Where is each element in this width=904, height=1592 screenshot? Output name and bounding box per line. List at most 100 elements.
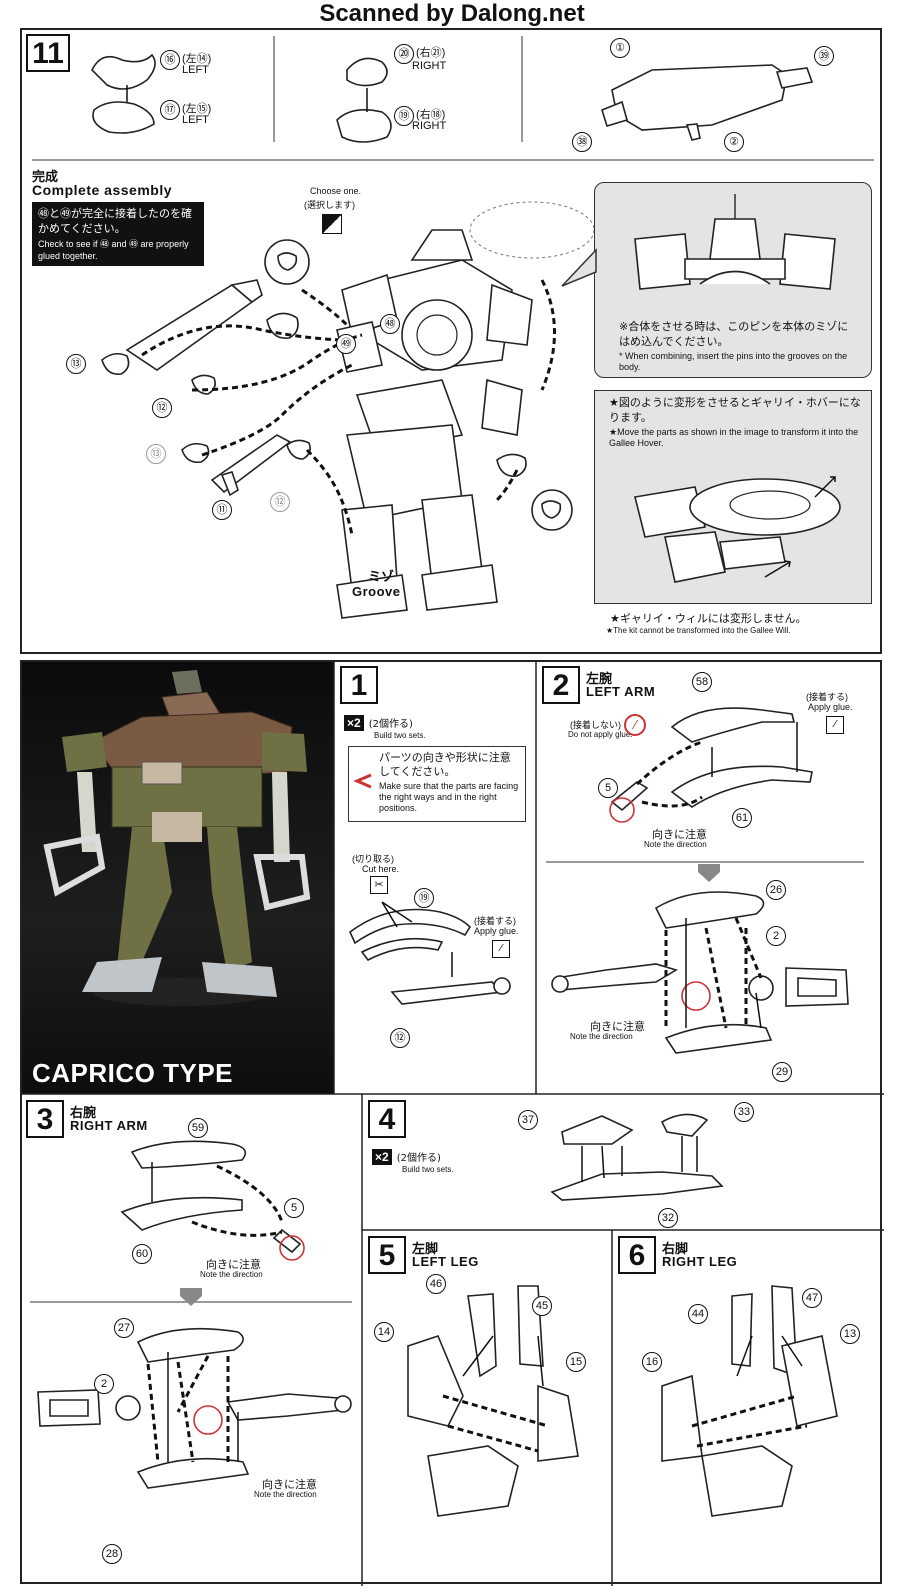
caution-box: パーツの向きや形状に注意してください。 Make sure that the p… — [348, 746, 526, 822]
times-two-badge: ×2 — [344, 715, 364, 731]
part-number: ⑫ — [390, 1028, 410, 1048]
down-arrow-icon — [180, 1288, 202, 1306]
glue-en: Apply glue. — [808, 702, 853, 712]
step-6-illustration — [661, 1285, 838, 1517]
part-number: 46 — [426, 1274, 446, 1294]
lower-instructions-panel: CAPRICO TYPE 1 ×2 (2個作る) Build two sets.… — [20, 660, 884, 1586]
part-number: ⑰ — [160, 100, 180, 120]
pin-detail-illustration — [634, 194, 836, 290]
glue-check-note: ㊽と㊾が完全に接着したのを確かめてください。 Check to see if ㊽… — [32, 202, 204, 266]
step-3-bottom-illustration — [37, 1327, 352, 1489]
photo-caption: CAPRICO TYPE — [32, 1058, 234, 1088]
pin-note-callout: ※合体をさせる時は、このピンを本体のミゾにはめ込んでください。 * When c… — [594, 182, 872, 378]
side-label: RIGHT — [412, 60, 447, 72]
transform-note-jp: ★図のように変形をさせるとギャリイ・ホバーになります。 — [609, 396, 861, 424]
no-transform-en: ★The kit cannot be transformed into the … — [606, 626, 791, 635]
caprico-photo: CAPRICO TYPE — [22, 662, 334, 1094]
part-number: ⑲ — [414, 888, 434, 908]
direction-note-en: Note the direction — [570, 1032, 633, 1041]
step-3-top-illustration — [120, 1140, 305, 1261]
part-number: 27 — [114, 1318, 134, 1338]
part-number: 59 — [188, 1118, 208, 1138]
alt-part-label: (右㉑) — [416, 47, 446, 59]
part-number: 2 — [94, 1374, 114, 1394]
no-glue-icon: ⁄ — [624, 714, 646, 736]
build-two-sets: ×2 (2個作る) Build two sets. — [344, 712, 426, 740]
robot-photo-illustration — [43, 670, 311, 1006]
caution-en: Make sure that the parts are facing the … — [379, 781, 519, 813]
groove-label-jp: ミゾ — [368, 570, 395, 585]
part-number: 60 — [132, 1244, 152, 1264]
side-label: LEFT — [182, 64, 209, 76]
cut-icon: ✂ — [370, 876, 388, 894]
step-3-title-en: RIGHT ARM — [70, 1118, 148, 1133]
part-number: 13 — [840, 1324, 860, 1344]
no-glue-en: Do not apply glue. — [568, 730, 633, 739]
part-number: 29 — [772, 1062, 792, 1082]
part-number: ⑲ — [394, 106, 414, 126]
part-number: ⑫ — [152, 398, 172, 418]
part-number: 5 — [284, 1198, 304, 1218]
glue-en: Apply glue. — [474, 926, 519, 936]
callout-pointer — [561, 248, 597, 287]
glue-check-note-en: Check to see if ㊽ and ㊾ are properly glu… — [38, 239, 189, 261]
part-number: 37 — [518, 1110, 538, 1130]
alt-part-label: (右⑱) — [416, 109, 446, 121]
glue-check-note-jp: ㊽と㊾が完全に接着したのを確かめてください。 — [38, 207, 192, 235]
step-number: 4 — [368, 1100, 406, 1138]
step-6-title-jp: 右脚 — [662, 1242, 689, 1257]
part-number: 44 — [688, 1304, 708, 1324]
step-11-dividers — [32, 36, 874, 161]
transform-note-en: ★Move the parts as shown in the image to… — [609, 427, 859, 448]
step-2-top-illustration — [609, 707, 813, 823]
glue-jp: (接着する) — [474, 916, 516, 926]
gun-illustration — [601, 64, 814, 141]
direction-note-jp: 向きに注意 — [262, 1478, 317, 1491]
part-number: ① — [610, 38, 630, 58]
part-number: 16 — [642, 1352, 662, 1372]
part-number: 61 — [732, 808, 752, 828]
part-number: 47 — [802, 1288, 822, 1308]
part-number: ⑬ — [146, 444, 166, 464]
make-two-jp: (2個作る) — [396, 1153, 441, 1164]
part-number: ⑪ — [212, 500, 232, 520]
direction-note-en: Note the direction — [200, 1270, 263, 1279]
step-number: 1 — [340, 666, 378, 704]
part-number: ㊴ — [814, 46, 834, 66]
part-number: ⑳ — [394, 44, 414, 64]
part-number: 33 — [734, 1102, 754, 1122]
part-number: ⑬ — [66, 354, 86, 374]
make-two-en: Build two sets. — [402, 1165, 454, 1174]
step-5-title-en: LEFT LEG — [412, 1254, 479, 1269]
part-number: 5 — [598, 778, 618, 798]
pin-note-jp: ※合体をさせる時は、このピンを本体のミゾにはめ込んでください。 — [619, 320, 849, 348]
glue-jp: (接着する) — [806, 692, 848, 702]
part-number: ② — [724, 132, 744, 152]
make-two-en: Build two sets. — [374, 731, 426, 740]
part-number: 26 — [766, 880, 786, 900]
cut-jp: (切り取る) — [352, 854, 394, 864]
make-two-jp: (2個作る) — [368, 719, 413, 730]
step-number: 3 — [26, 1100, 64, 1138]
groove-label-en: Groove — [352, 584, 401, 599]
direction-note-jp: 向きに注意 — [652, 828, 707, 841]
step-1-illustration — [349, 901, 511, 1005]
transform-box: ★図のように変形をさせるとギャリイ・ホバーになります。 ★Move the pa… — [594, 390, 872, 604]
right-hands-illustration — [336, 57, 392, 143]
complete-title-en: Complete assembly — [32, 182, 172, 198]
complete-assembly-illustration — [101, 201, 595, 619]
choose-one-en: Choose one. — [310, 186, 362, 196]
side-label: LEFT — [182, 114, 209, 126]
part-number: 58 — [692, 672, 712, 692]
left-hands-illustration — [91, 53, 156, 134]
part-number: 2 — [766, 926, 786, 946]
step-number: 6 — [618, 1236, 656, 1274]
part-number: ㊳ — [572, 132, 592, 152]
step-6-title-en: RIGHT LEG — [662, 1254, 738, 1269]
no-transform-jp: ★ギャリイ・ウィルには変形しません。 — [610, 612, 807, 625]
down-arrow-icon — [698, 864, 720, 882]
direction-note-jp: 向きに注意 — [590, 1020, 645, 1033]
pin-note-en: * When combining, insert the pins into t… — [619, 351, 848, 372]
build-two-sets: ×2 (2個作る) Build two sets. — [372, 1146, 454, 1174]
step-4-illustration — [550, 1113, 724, 1201]
